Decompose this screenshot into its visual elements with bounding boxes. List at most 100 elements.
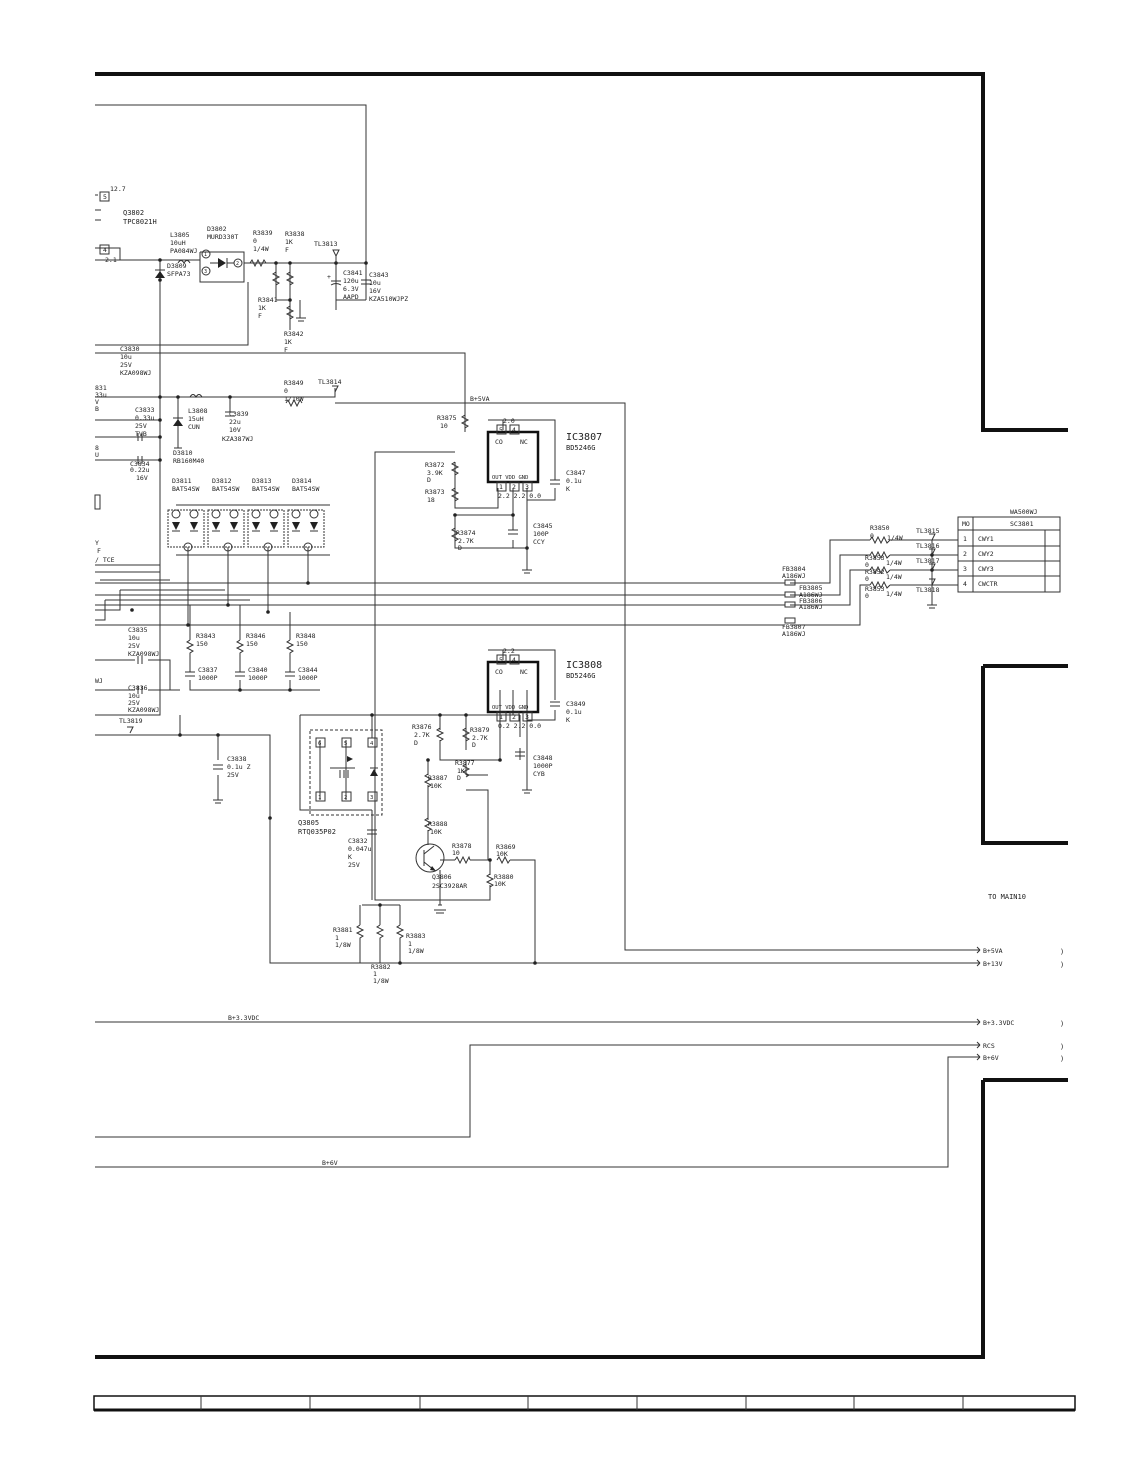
ic3808-pin2: 2 — [512, 713, 516, 721]
ic3808-co: CO — [495, 668, 503, 676]
c3836-volt: 25V — [128, 699, 140, 707]
r3883-spec: 1/8W — [408, 947, 424, 955]
c3845-capacitor: C3845 100P CCY — [508, 522, 553, 546]
q3802-ref: Q3802 — [123, 209, 144, 217]
r3853-resistor: R3853 0 1/4W — [865, 550, 902, 569]
r3839-spec: 1/4W — [253, 245, 269, 253]
c3849-capacitor: C3849 0.1u K — [550, 700, 586, 724]
fb3804-ref: FB3804 — [782, 565, 806, 573]
c3840-capacitor: C3840 1000P — [235, 666, 268, 682]
d3812-ref: D3812 — [212, 477, 232, 485]
r3853a-value: 0 — [865, 561, 869, 569]
ic3807-ref: IC3807 — [566, 432, 602, 443]
c3848-volt: CYB — [533, 770, 545, 778]
r3869-value: 10K — [496, 850, 508, 858]
offpage-rcs-mark: ) — [1060, 1043, 1064, 1051]
fb3807-part: A186WJ — [782, 630, 806, 638]
ground-symbol — [434, 909, 446, 914]
c3830-value: 10u — [120, 353, 132, 361]
offpage-b5va: B+5VA — [983, 947, 1003, 955]
net-voltage-21: 2.1 — [105, 256, 117, 264]
c3831-part: B — [95, 405, 99, 413]
c3831-volt: V — [95, 398, 99, 406]
c3833-volt: 25V — [135, 422, 147, 430]
r3852-spec: 1/4W — [886, 573, 902, 581]
c3830-capacitor: C3830 10u 25V KZA098WJ — [120, 345, 151, 377]
r3841-value: 1K — [258, 304, 266, 312]
r3877-resistor: R3877 1K D — [455, 759, 475, 782]
svg-text:1: 1 — [318, 795, 321, 801]
c3841-volt: 6.3V — [343, 285, 359, 293]
ground-symbol — [522, 569, 532, 574]
c3843-ref: C3843 — [369, 271, 389, 279]
c3848-ref: C3848 — [533, 754, 553, 762]
wires — [95, 104, 980, 1168]
l3805-ref: L3805 — [170, 231, 190, 239]
c3841-ref: C3841 — [343, 269, 363, 277]
tl3816-label: TL3816 — [916, 542, 940, 550]
c3849-volt: K — [566, 716, 570, 724]
c3843-volt: 16V — [369, 287, 381, 295]
c3841-capacitor: + C3841 120u 6.3V AAPD — [327, 269, 363, 301]
c3834-capacitor: C3834 0.22u 16V — [130, 456, 150, 482]
d3813-ref: D3813 — [252, 477, 272, 485]
r3841-ref: R3841 — [258, 296, 278, 304]
r3842-spec: F — [284, 346, 288, 354]
r3841-resistor: R3841 1K F — [258, 271, 295, 320]
c3838-capacitor: C3838 0.1u Z 25V — [213, 755, 251, 804]
q3802-symbol: 5 4 12.7 2.1 Q3802 TPC8021H — [95, 185, 157, 264]
tl3815-label: TL3815 — [916, 527, 940, 535]
c3848-capacitor: C3848 1000P CYB — [515, 751, 553, 794]
r3853a-ref: R3853 — [865, 554, 885, 562]
r3849-value: 0 — [284, 387, 288, 395]
d3810-part: RB160M40 — [173, 457, 204, 465]
r3850-resistor: R3850 0 1/4W — [869, 524, 903, 545]
tl3813-label: TL3813 — [314, 240, 338, 248]
c3845-value: 100P — [533, 530, 549, 538]
ic3807-part: BD5246G — [566, 444, 596, 452]
offpage-b33vdc: B+3.3VDC — [983, 1019, 1014, 1027]
offpage-connectors: TO MAIN10 B+5VA ) B+13V ) B+3.3VDC ) RCS… — [976, 893, 1064, 1063]
c3840-ref: C3840 — [248, 666, 268, 674]
ic3808-pin4: 4 — [512, 656, 516, 664]
r3872-value: 3.9K — [427, 469, 443, 477]
connector-pin-3-name: CWY3 — [978, 565, 994, 573]
c3834-ref: C3834 — [130, 460, 150, 468]
d3811-diode-array: D3811 BAT54SW — [167, 477, 205, 552]
r3874-spec: D — [458, 544, 462, 552]
c3838-ref: C3838 — [227, 755, 247, 763]
r3850-ref: R3850 — [870, 524, 890, 532]
c3839-capacitor: C3839 22u 10V KZA387WJ — [222, 410, 253, 443]
r3875-ref: R3875 — [437, 414, 457, 422]
r3879-resistor: R3879 2.7K D — [461, 726, 490, 749]
c3832-volt: K — [348, 853, 352, 861]
c3844-value: 1000P — [298, 674, 318, 682]
ic3807-pin3: 3 — [525, 483, 529, 491]
r3876-resistor: R3876 2.7K D — [412, 723, 445, 747]
svg-text:4: 4 — [370, 741, 374, 747]
net-labels: B+3.3VDC B+6V — [228, 1014, 338, 1167]
r3848-ref: R3848 — [296, 632, 316, 640]
d3812-diode-array: D3812 BAT54SW — [207, 477, 245, 552]
ic3808-pins-bottom: OUT VDD GND — [492, 705, 528, 711]
c3844-ref: C3844 — [298, 666, 318, 674]
r3878-ref: R3878 — [452, 842, 472, 850]
r3853a-spec: 1/4W — [886, 559, 902, 567]
ic3807-vbottom: 2.2 2.2 0.0 — [498, 492, 541, 500]
d3802-diode: 1 2 3 D3802 MURD330T — [201, 225, 243, 276]
left-fragment-f: F — [97, 547, 101, 555]
ic3807-pin2: 2 — [512, 483, 516, 491]
connector-pin-4-name: CWCTR — [978, 580, 998, 588]
d3812-part: BAT54SW — [212, 485, 239, 493]
r3876-spec: D — [414, 739, 418, 747]
q3802-part: TPC8021H — [123, 218, 157, 226]
r3849-ref: R3849 — [284, 379, 304, 387]
d3802-pin2: 2 — [236, 261, 239, 267]
r3887-resistor: R3887 10K — [423, 773, 448, 790]
c3848-value: 1000P — [533, 762, 553, 770]
tl3814-label: TL3814 — [318, 378, 342, 386]
ic3807-co: CO — [495, 438, 503, 446]
ic3808-v5: 2.2 — [503, 647, 515, 655]
d3813-part: BAT54SW — [252, 485, 279, 493]
